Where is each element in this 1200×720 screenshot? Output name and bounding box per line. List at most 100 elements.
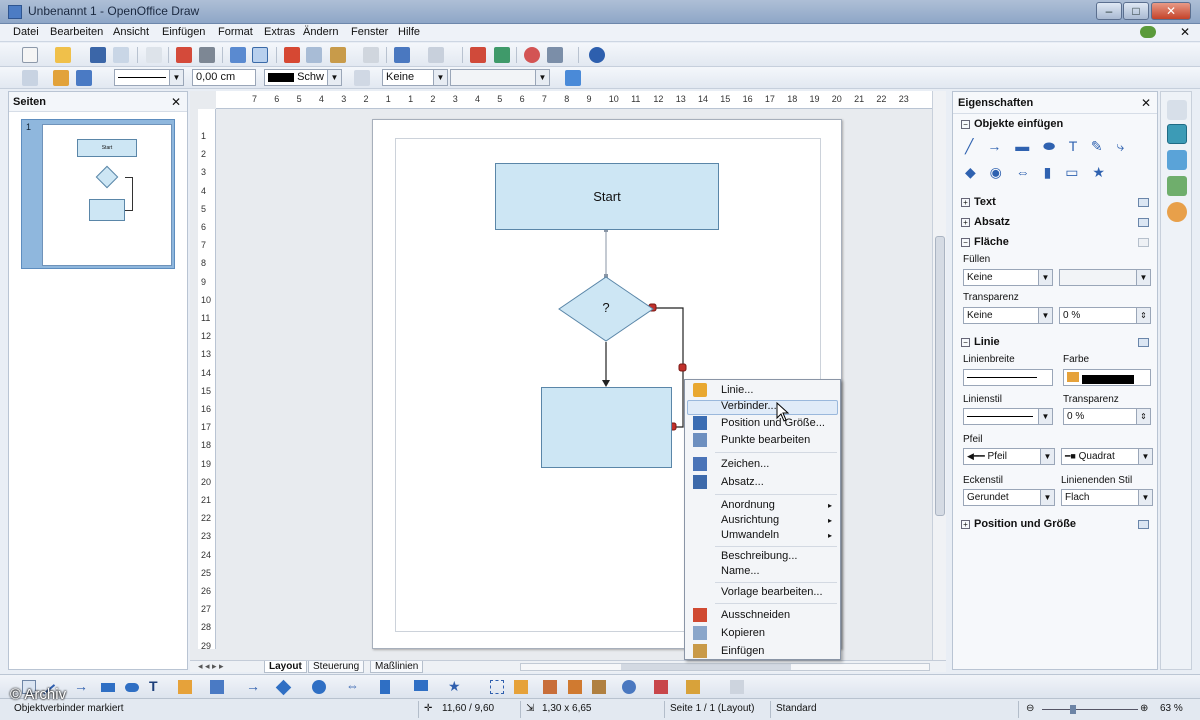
process-shape[interactable] bbox=[541, 387, 672, 468]
block-arrows-icon[interactable]: ⇔ bbox=[346, 678, 359, 693]
flowchart-icon[interactable] bbox=[380, 680, 390, 694]
callouts-icon[interactable] bbox=[414, 680, 428, 691]
text-tool-icon[interactable]: T bbox=[149, 678, 158, 694]
arrange-icon[interactable] bbox=[686, 680, 700, 694]
ellipse-tool-icon[interactable] bbox=[125, 683, 139, 692]
styles-deck-icon[interactable] bbox=[1167, 150, 1187, 170]
zoom-out-button[interactable]: ⊖ bbox=[1026, 703, 1035, 714]
tab-steuerung[interactable]: Steuerung bbox=[308, 661, 365, 673]
arrow-start-select[interactable]: ◀━━ Pfeil▼ bbox=[963, 448, 1055, 465]
menu-bearbeiten[interactable]: Bearbeiten bbox=[50, 26, 104, 38]
zoom-icon[interactable] bbox=[547, 47, 563, 63]
menu-aendern[interactable]: Ändern bbox=[303, 26, 339, 38]
ctx-item-name[interactable]: Name... bbox=[721, 565, 760, 577]
insert-shapes-row-1[interactable]: ╱ → ▬ ⬬ T ✎ ⤷ bbox=[965, 138, 1130, 154]
position-size-more-options-button[interactable] bbox=[1138, 520, 1149, 529]
update-icon[interactable] bbox=[1140, 26, 1156, 38]
properties-deck-icon[interactable] bbox=[1167, 124, 1187, 144]
horizontal-scrollbar[interactable] bbox=[520, 663, 930, 671]
area-style-select[interactable]: Keine ▼ bbox=[382, 69, 448, 86]
decision-shape[interactable] bbox=[558, 276, 654, 342]
start-shape[interactable]: Start bbox=[495, 163, 719, 230]
edit-file-icon[interactable] bbox=[146, 47, 162, 63]
glue-points-icon[interactable] bbox=[514, 680, 528, 694]
open-icon[interactable] bbox=[55, 47, 71, 63]
zoom-in-button[interactable]: ⊕ bbox=[1140, 703, 1149, 714]
sidebar-menu-icon[interactable] bbox=[1167, 100, 1187, 120]
line-color-select[interactable]: Schw ▼ bbox=[264, 69, 342, 86]
cut-icon[interactable] bbox=[284, 47, 300, 63]
export-pdf-icon[interactable] bbox=[176, 47, 192, 63]
extrusion-icon[interactable] bbox=[730, 680, 744, 694]
redo-icon[interactable] bbox=[428, 47, 444, 63]
maximize-button[interactable]: □ bbox=[1123, 2, 1149, 20]
arrow-tool-icon[interactable]: → bbox=[74, 678, 88, 694]
status-zoom[interactable]: 63 % bbox=[1160, 703, 1183, 714]
close-pages-panel-button[interactable]: ✕ bbox=[170, 95, 181, 109]
paragraph-more-options-button[interactable] bbox=[1138, 218, 1149, 227]
points-edit-icon[interactable] bbox=[490, 680, 504, 694]
menu-einfuegen[interactable]: Einfügen bbox=[162, 26, 206, 38]
ctx-item-position-groesse[interactable]: Position und Größe... bbox=[721, 417, 825, 429]
line-more-options-button[interactable] bbox=[1138, 338, 1149, 347]
curve-tool-icon[interactable] bbox=[178, 680, 192, 694]
zoom-slider[interactable] bbox=[1042, 705, 1138, 714]
ctx-item-ausrichtung[interactable]: Ausrichtung bbox=[721, 514, 780, 526]
gallery-icon[interactable] bbox=[568, 680, 582, 694]
close-properties-button[interactable]: ✕ bbox=[1140, 96, 1151, 110]
format-paintbrush-icon[interactable] bbox=[363, 47, 379, 63]
line-transparency-field[interactable]: 0 %⇕ bbox=[1063, 408, 1151, 425]
section-line[interactable]: −Linie bbox=[961, 336, 1000, 348]
connector-tool-icon[interactable] bbox=[210, 680, 224, 694]
ctx-item-absatz[interactable]: Absatz... bbox=[721, 476, 764, 488]
transparency-select[interactable]: Keine▼ bbox=[963, 307, 1053, 324]
ctx-item-linie[interactable]: Linie... bbox=[721, 384, 754, 396]
arrow-end-select[interactable]: ━■ Quadrat▼ bbox=[1061, 448, 1153, 465]
vertical-scrollbar[interactable] bbox=[932, 91, 946, 660]
ctx-item-verbinder[interactable]: Verbinder... bbox=[721, 400, 777, 412]
section-text[interactable]: +Text bbox=[961, 196, 996, 208]
help-icon[interactable] bbox=[589, 47, 605, 63]
text-more-options-button[interactable] bbox=[1138, 198, 1149, 207]
stars-icon[interactable]: ★ bbox=[448, 678, 461, 694]
line-color-select-props[interactable] bbox=[1063, 369, 1151, 386]
auto-spellcheck-icon[interactable] bbox=[252, 47, 268, 63]
fill-detail-select[interactable]: ▼ bbox=[1059, 269, 1151, 286]
rotate-icon[interactable] bbox=[622, 680, 636, 694]
ctx-item-zeichen[interactable]: Zeichen... bbox=[721, 458, 770, 470]
area-icon[interactable] bbox=[354, 70, 370, 86]
minimize-button[interactable]: – bbox=[1096, 2, 1122, 20]
close-document-button[interactable]: ✕ bbox=[1179, 25, 1190, 39]
line-width-select[interactable] bbox=[963, 369, 1053, 386]
tab-layout[interactable]: Layout bbox=[264, 661, 307, 673]
horizontal-scrollbar-thumb[interactable] bbox=[621, 664, 791, 670]
fontwork-icon[interactable] bbox=[592, 680, 606, 694]
copy-icon[interactable] bbox=[306, 47, 322, 63]
tab-masslinien[interactable]: Maßlinien bbox=[370, 661, 424, 673]
ctx-item-anordnung[interactable]: Anordnung bbox=[721, 499, 775, 511]
gallery-deck-icon[interactable] bbox=[1167, 176, 1187, 196]
chart-icon[interactable] bbox=[470, 47, 486, 63]
section-paragraph[interactable]: +Absatz bbox=[961, 216, 1010, 228]
section-position-size[interactable]: +Position und Größe bbox=[961, 518, 1076, 530]
ctx-item-ausschneiden[interactable]: Ausschneiden bbox=[721, 609, 791, 621]
show-draw-functions-icon[interactable] bbox=[524, 47, 540, 63]
new-icon[interactable] bbox=[22, 47, 38, 63]
area-more-options-button[interactable] bbox=[1138, 238, 1149, 247]
ctx-item-beschreibung[interactable]: Beschreibung... bbox=[721, 550, 798, 562]
ctx-item-vorlage-bearbeiten[interactable]: Vorlage bearbeiten... bbox=[721, 586, 823, 598]
cap-style-select[interactable]: Flach▼ bbox=[1061, 489, 1153, 506]
menu-fenster[interactable]: Fenster bbox=[351, 26, 389, 38]
print-icon[interactable] bbox=[199, 47, 215, 63]
section-insert-objects[interactable]: −Objekte einfügen bbox=[961, 118, 1063, 130]
arrow-style-icon[interactable] bbox=[76, 70, 92, 86]
zoom-slider-thumb[interactable] bbox=[1070, 705, 1076, 714]
section-area[interactable]: −Fläche bbox=[961, 236, 1009, 248]
insert-shapes-row-2[interactable]: ◆ ◉ ⇔ ▮ ▭ ★ bbox=[965, 164, 1110, 180]
menu-ansicht[interactable]: Ansicht bbox=[113, 26, 150, 38]
close-window-button[interactable]: ✕ bbox=[1151, 2, 1191, 20]
ctx-item-einfuegen[interactable]: Einfügen bbox=[721, 645, 765, 657]
vertical-scrollbar-thumb[interactable] bbox=[935, 236, 945, 516]
symbol-shapes-icon[interactable] bbox=[312, 680, 326, 694]
select-icon[interactable] bbox=[22, 680, 36, 694]
